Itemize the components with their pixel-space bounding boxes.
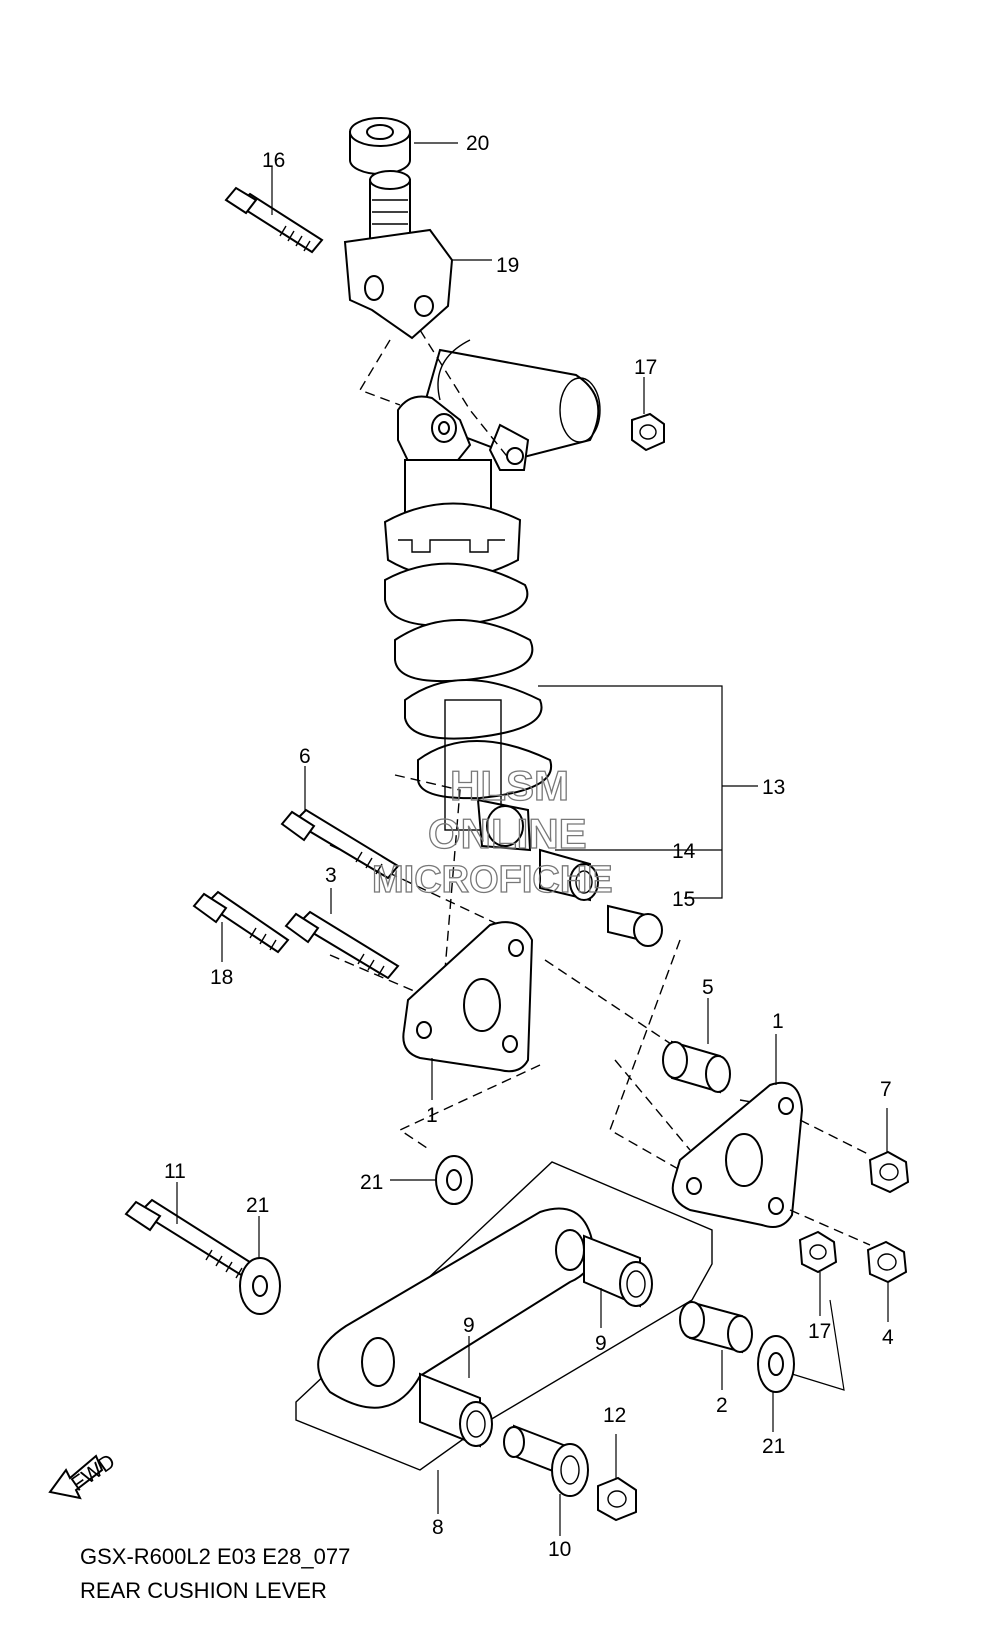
callout-20: 20	[466, 132, 489, 155]
callout-bracket-13	[538, 685, 758, 899]
part-21-washer-lower	[757, 1299, 845, 1432]
part-1-plate-right	[671, 1034, 871, 1246]
callout-21-lower: 21	[762, 1435, 785, 1458]
part-4-nut	[866, 1240, 908, 1322]
callout-12: 12	[603, 1404, 626, 1427]
callout-8: 8	[432, 1516, 444, 1539]
part-19-bracket	[343, 170, 492, 340]
fwd-label: FWD	[67, 1450, 119, 1496]
diagram-title: REAR CUSHION LEVER	[80, 1578, 327, 1603]
callout-17-upper: 17	[634, 356, 657, 379]
callout-21-upper: 21	[360, 1171, 383, 1194]
callout-1-left: 1	[426, 1104, 438, 1127]
callout-9-lower: 9	[463, 1314, 475, 1337]
part-17-nut-upper	[631, 377, 665, 452]
part-20-nut	[349, 117, 458, 175]
part-21-washer-upper	[390, 1155, 473, 1205]
part-7-nut	[868, 1108, 910, 1194]
callout-1-right: 1	[772, 1010, 784, 1033]
callout-10: 10	[548, 1538, 571, 1561]
callout-18: 18	[210, 966, 233, 989]
watermark-line-3: MICROFICHE	[372, 859, 613, 901]
part-12-nut	[597, 1434, 637, 1522]
part-14-bearing	[539, 848, 599, 902]
part-5-spacer	[662, 998, 731, 1094]
callout-2: 2	[716, 1394, 728, 1417]
callout-3: 3	[325, 864, 337, 887]
callout-15: 15	[672, 888, 695, 911]
callout-4: 4	[882, 1326, 894, 1349]
callout-13: 13	[762, 776, 785, 799]
callout-5: 5	[702, 976, 714, 999]
callout-21-left: 21	[246, 1194, 269, 1217]
callout-6: 6	[299, 745, 311, 768]
shock-absorber	[383, 395, 553, 852]
part-6-bolt	[280, 766, 400, 880]
part-9-bearing-upper	[583, 1234, 653, 1328]
part-3-bolt	[284, 888, 400, 980]
model-code: GSX-R600L2 E03 E28_077	[80, 1544, 351, 1569]
callout-14: 14	[672, 840, 696, 863]
part-1-plate-left	[402, 921, 534, 1100]
part-2-spacer	[679, 1300, 753, 1390]
callout-17-lower: 17	[808, 1320, 831, 1343]
part-11-bolt	[124, 1182, 258, 1280]
callout-19: 19	[496, 254, 519, 277]
callout-11: 11	[164, 1160, 186, 1183]
assembly-lines	[329, 329, 801, 1171]
part-9-bearing-lower	[419, 1336, 493, 1448]
watermark-line-1: HLSM	[450, 762, 569, 809]
watermark: HLSM ONLINE MICROFICHE	[371, 761, 613, 901]
callout-9-upper: 9	[595, 1332, 607, 1355]
part-17-nut-lower	[798, 1230, 838, 1316]
part-21-washer-left	[239, 1216, 281, 1315]
part-18-bolt	[192, 890, 290, 962]
part-10-collar	[503, 1424, 589, 1536]
part-16-bolt	[224, 166, 324, 254]
callout-7: 7	[880, 1078, 892, 1101]
part-15-spacer	[607, 904, 663, 947]
watermark-line-2: ONLINE	[428, 810, 587, 857]
part-8-lever-box	[295, 1161, 713, 1514]
callout-16: 16	[262, 149, 285, 172]
fwd-arrow-icon: FWD	[48, 1450, 120, 1500]
callouts: 20 16 19 17 13 14 15 6 3 18 5 1 1 7 21 1…	[164, 132, 894, 1561]
